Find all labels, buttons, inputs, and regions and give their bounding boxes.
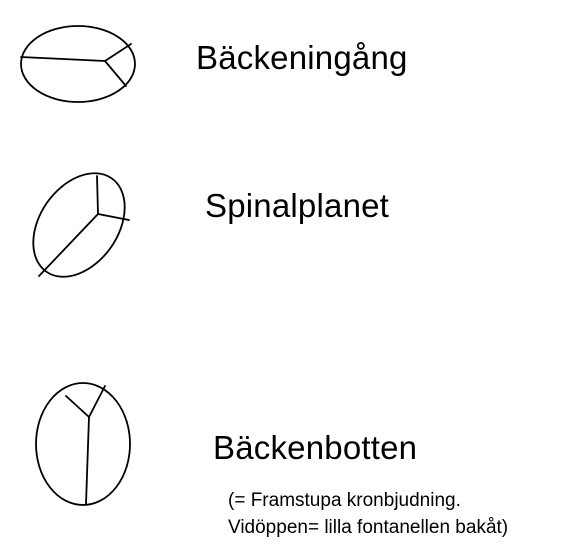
note-line-1: (= Framstupa kronbjudning. xyxy=(228,490,461,511)
sagittal-suture-3 xyxy=(85,416,90,505)
lambda-suture-2a xyxy=(96,175,99,215)
label-backeningang: Bäckeningång xyxy=(196,39,408,76)
label-spinalplanet: Spinalplanet xyxy=(205,187,390,224)
skull-outline-1 xyxy=(20,25,136,103)
backenbotten-note: (= Framstupa kronbjudning. Vidöppen= lil… xyxy=(228,487,508,541)
skull-shape-pelvic-inlet xyxy=(20,25,136,103)
lambda-suture-1a xyxy=(104,43,132,62)
skull-outline-3 xyxy=(35,382,131,506)
label-backenbotten: Bäckenbotten xyxy=(213,429,418,466)
skull-outline-2 xyxy=(32,172,126,278)
lambda-suture-1b xyxy=(104,60,127,87)
skull-shape-pelvic-floor xyxy=(35,382,131,506)
lambda-suture-2b xyxy=(97,213,130,221)
sagittal-suture-2 xyxy=(38,213,99,277)
sagittal-suture-1 xyxy=(20,56,106,62)
note-line-2: Vidöppen= lilla fontanellen bakåt) xyxy=(228,517,509,538)
lambda-suture-3b xyxy=(88,385,106,418)
lambda-suture-3a xyxy=(65,395,90,418)
skull-shape-spinal-plane xyxy=(32,172,130,278)
